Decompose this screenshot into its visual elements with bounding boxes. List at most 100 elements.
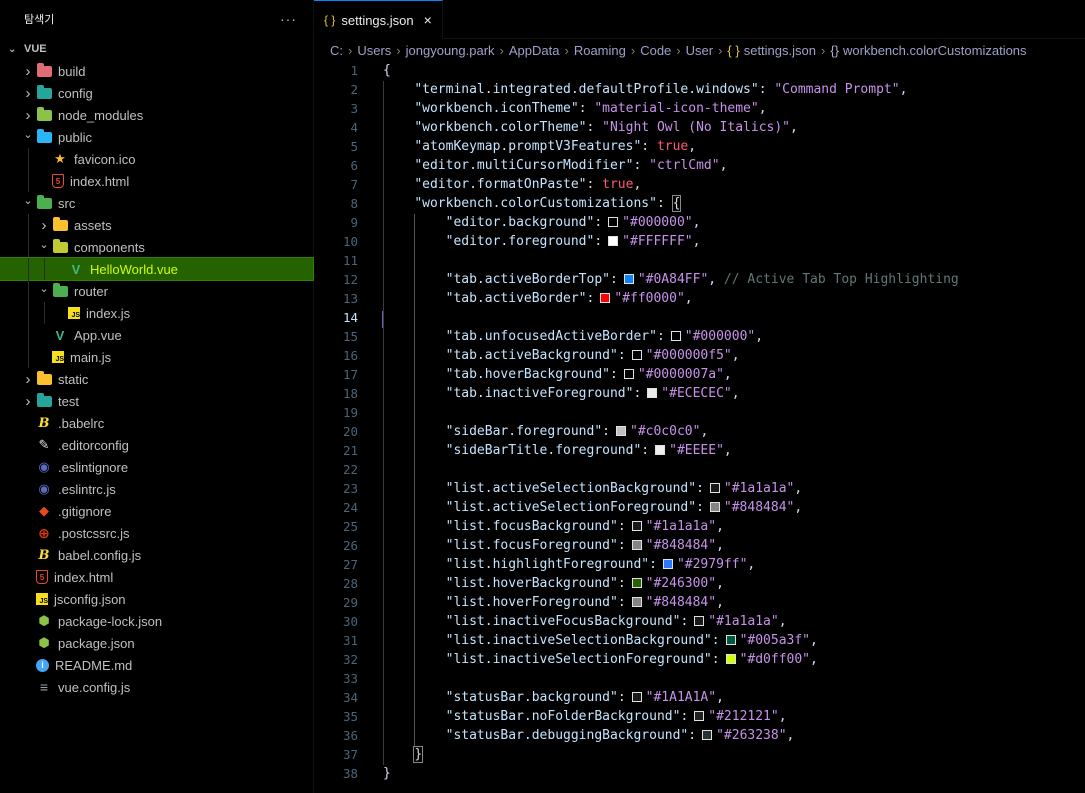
code-line[interactable]: 9 "editor.background":"#000000", (314, 213, 1085, 233)
code-line[interactable]: 16 "tab.activeBackground":"#000000f5", (314, 346, 1085, 366)
tree-item[interactable]: ›build (0, 60, 313, 82)
color-swatch-icon[interactable] (631, 692, 642, 702)
tree-item[interactable]: ⌄src (0, 192, 313, 214)
color-swatch-icon[interactable] (662, 559, 673, 569)
code-line[interactable]: 1{ (314, 61, 1085, 80)
code-line[interactable]: 24 "list.activeSelectionForeground":"#84… (314, 498, 1085, 518)
breadcrumb-item[interactable]: AppData (508, 42, 560, 58)
code-line[interactable]: 31 "list.inactiveSelectionBackground":"#… (314, 631, 1085, 651)
tree-item[interactable]: ⌄router (0, 280, 313, 302)
tree-item[interactable]: ≡vue.config.js (0, 676, 313, 698)
breadcrumb-item[interactable]: C: (330, 42, 343, 58)
color-swatch-icon[interactable] (725, 654, 736, 664)
code-line[interactable]: 14 (314, 308, 1085, 328)
breadcrumb-item[interactable]: jongyoung.park (405, 42, 495, 58)
tree-item[interactable]: ◆.gitignore (0, 500, 313, 522)
code-line[interactable]: 29 "list.hoverForeground":"#848484", (314, 593, 1085, 613)
code-line[interactable]: 10 "editor.foreground":"#FFFFFF", (314, 232, 1085, 252)
tree-item[interactable]: ›assets (0, 214, 313, 236)
color-swatch-icon[interactable] (709, 502, 720, 512)
code-line[interactable]: 26 "list.focusForeground":"#848484", (314, 536, 1085, 556)
code-line[interactable]: 28 "list.hoverBackground":"#246300", (314, 574, 1085, 594)
code-editor[interactable]: 1{2 "terminal.integrated.defaultProfile.… (314, 61, 1085, 793)
tree-item[interactable]: ›static (0, 368, 313, 390)
color-swatch-icon[interactable] (725, 635, 736, 645)
color-swatch-icon[interactable] (702, 730, 713, 740)
breadcrumb-item[interactable]: settings.json (743, 42, 816, 58)
tree-item[interactable]: ⬢package.json (0, 632, 313, 654)
code-line[interactable]: 35 "statusBar.noFolderBackground":"#2121… (314, 707, 1085, 727)
tab-settings-json[interactable]: { } settings.json × (314, 0, 443, 39)
code-line[interactable]: 25 "list.focusBackground":"#1a1a1a", (314, 517, 1085, 537)
code-line[interactable]: 21 "sideBarTitle.foreground":"#EEEE", (314, 441, 1085, 461)
close-icon[interactable]: × (423, 12, 432, 28)
code-line[interactable]: 30 "list.inactiveFocusBackground":"#1a1a… (314, 612, 1085, 632)
tree-item[interactable]: ◉.eslintignore (0, 456, 313, 478)
code-line[interactable]: 5 "atomKeymap.promptV3Features": true, (314, 137, 1085, 157)
tree-item[interactable]: ⌄components (0, 236, 313, 258)
tree-item[interactable]: ◉.eslintrc.js (0, 478, 313, 500)
code-line[interactable]: 23 "list.activeSelectionBackground":"#1a… (314, 479, 1085, 499)
code-line[interactable]: 18 "tab.inactiveForeground":"#ECECEC", (314, 384, 1085, 404)
code-line[interactable]: 32 "list.inactiveSelectionForeground":"#… (314, 650, 1085, 670)
color-swatch-icon[interactable] (616, 426, 626, 436)
color-swatch-icon[interactable] (600, 293, 611, 303)
breadcrumb-item[interactable]: Code (640, 42, 672, 58)
code-line[interactable]: 7 "editor.formatOnPaste": true, (314, 175, 1085, 195)
color-swatch-icon[interactable] (694, 616, 705, 626)
code-line[interactable]: 2 "terminal.integrated.defaultProfile.wi… (314, 80, 1085, 100)
code-line[interactable]: 3 "workbench.iconTheme": "material-icon-… (314, 99, 1085, 119)
code-line[interactable]: 4 "workbench.colorTheme": "Night Owl (No… (314, 118, 1085, 138)
tree-item[interactable]: ★favicon.ico (0, 148, 313, 170)
workspace-section-header[interactable]: ⌄ VUE (0, 38, 313, 60)
color-swatch-icon[interactable] (694, 711, 705, 721)
code-line[interactable]: 33 (314, 669, 1085, 689)
code-line[interactable]: 13 "tab.activeBorder":"#ff0000", (314, 289, 1085, 309)
code-line[interactable]: 37 } (314, 745, 1085, 765)
code-line[interactable]: 12 "tab.activeBorderTop":"#0A84FF", // A… (314, 270, 1085, 290)
color-swatch-icon[interactable] (647, 388, 658, 398)
color-swatch-icon[interactable] (631, 521, 642, 531)
tree-item[interactable]: ›node_modules (0, 104, 313, 126)
color-swatch-icon[interactable] (631, 597, 642, 607)
code-line[interactable]: 34 "statusBar.background":"#1A1A1A", (314, 688, 1085, 708)
tree-item[interactable]: ✎.editorconfig (0, 434, 313, 456)
code-line[interactable]: 27 "list.highlightForeground":"#2979ff", (314, 555, 1085, 575)
breadcrumb-item[interactable]: workbench.colorCustomizations (843, 42, 1027, 58)
color-swatch-icon[interactable] (631, 578, 642, 588)
code-line[interactable]: 11 (314, 251, 1085, 271)
code-line[interactable]: 17 "tab.hoverBackground":"#0000007a", (314, 365, 1085, 385)
tree-item[interactable]: ⊕.postcssrc.js (0, 522, 313, 544)
tree-item[interactable]: B.babelrc (0, 412, 313, 434)
tree-item[interactable]: ⬢package-lock.json (0, 610, 313, 632)
more-actions-icon[interactable]: ··· (280, 11, 297, 27)
color-swatch-icon[interactable] (608, 217, 619, 227)
code-line[interactable]: 36 "statusBar.debuggingBackground":"#263… (314, 726, 1085, 746)
tree-item[interactable]: ›test (0, 390, 313, 412)
color-swatch-icon[interactable] (631, 350, 642, 360)
code-line[interactable]: 15 "tab.unfocusedActiveBorder":"#000000"… (314, 327, 1085, 347)
code-line[interactable]: 8 "workbench.colorCustomizations": { (314, 194, 1085, 214)
color-swatch-icon[interactable] (608, 236, 619, 246)
color-swatch-icon[interactable] (670, 331, 681, 341)
color-swatch-icon[interactable] (623, 274, 634, 284)
color-swatch-icon[interactable] (631, 540, 642, 550)
breadcrumb-item[interactable]: User (685, 42, 714, 58)
breadcrumb-item[interactable]: Roaming (573, 42, 626, 58)
color-swatch-icon[interactable] (709, 483, 720, 493)
color-swatch-icon[interactable] (655, 445, 666, 455)
code-line[interactable]: 20 "sideBar.foreground":"#c0c0c0", (314, 422, 1085, 442)
color-swatch-icon[interactable] (623, 369, 634, 379)
code-line[interactable]: 22 (314, 460, 1085, 480)
breadcrumb-item[interactable]: Users (357, 42, 392, 58)
code-line[interactable]: 19 (314, 403, 1085, 423)
